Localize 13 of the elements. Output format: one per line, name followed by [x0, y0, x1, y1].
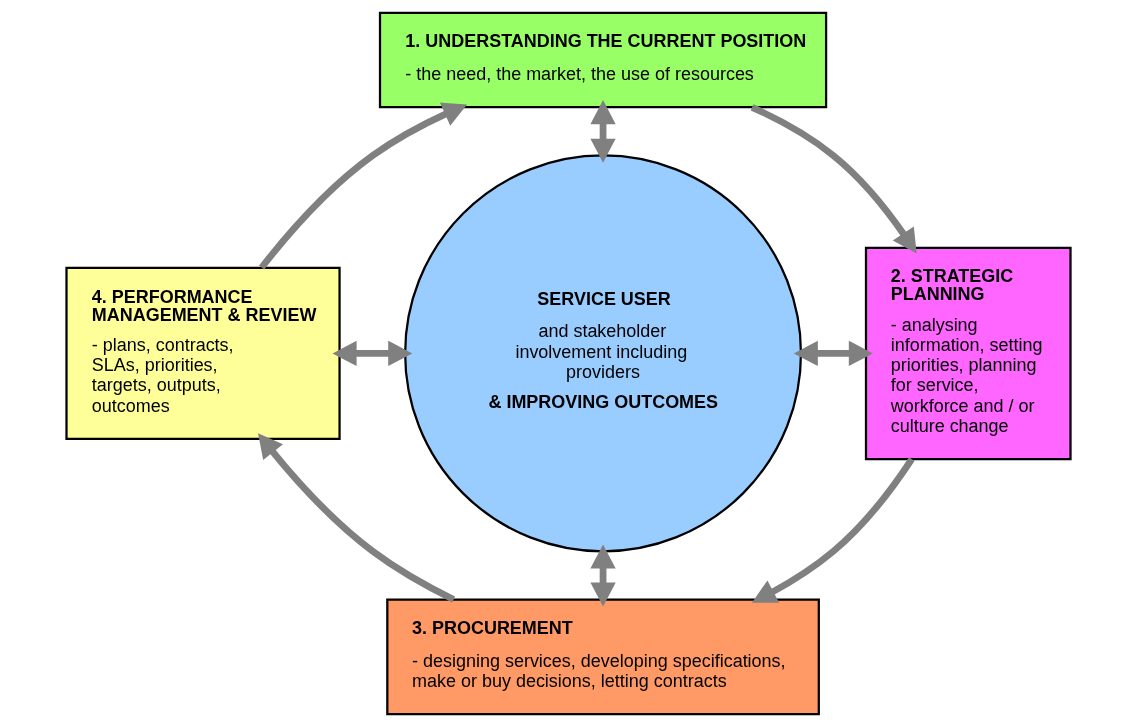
arrow: [751, 457, 915, 603]
node-box: 2. STRATEGIC PLANNING - analysing information, setting priorities, planning for service, workforce and / or culture change: [864, 246, 1072, 461]
arrow: [257, 433, 455, 603]
arrow: [589, 544, 616, 607]
arrow: [793, 340, 873, 367]
arrow: [750, 104, 917, 254]
node-box: 4. PERFORMANCE MANAGEMENT & REVIEW - plans, contracts, SLAs, priorities, targets, outputs, outcomes: [64, 266, 341, 440]
arrow: [589, 100, 616, 163]
node-circle: SERVICE USER and stakeholder involvement including providers & IMPROVING OUTCOMES: [403, 154, 802, 553]
arrow: [332, 340, 412, 367]
node-box: 3. PROCUREMENT - designing services, developing specifications, make or buy decisions, letting contracts: [385, 598, 820, 716]
arrow: [258, 102, 467, 270]
node-box: 1. UNDERSTANDING THE CURRENT POSITION - the need, the market, the use of resources: [378, 11, 827, 109]
